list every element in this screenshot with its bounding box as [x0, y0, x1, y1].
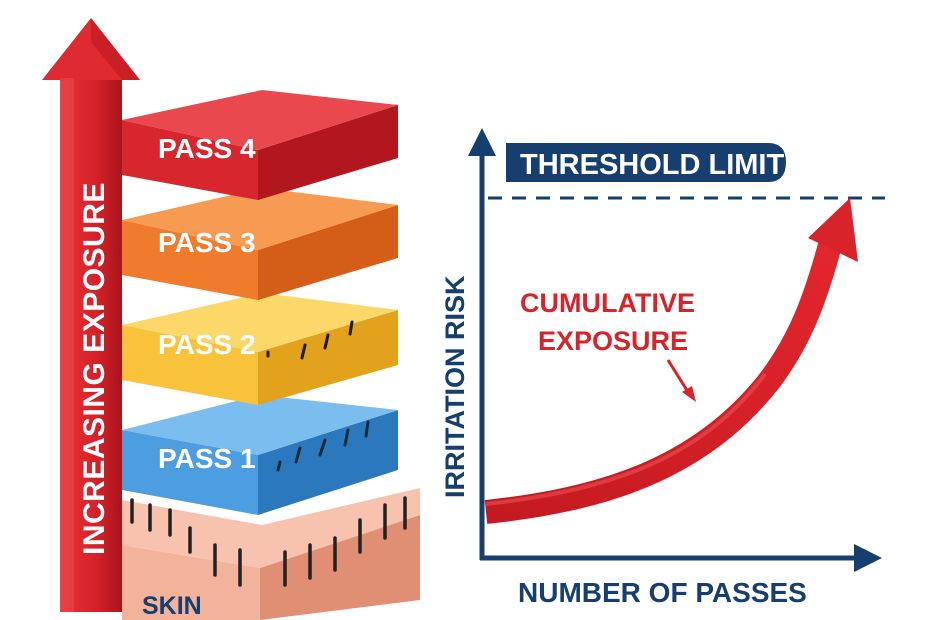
cumulative-exposure-curve [484, 198, 858, 524]
threshold-banner: THRESHOLD LIMIT [506, 143, 786, 182]
x-axis-arrowhead [854, 544, 882, 572]
pass-2-label: PASS 2 [158, 329, 256, 360]
y-axis-arrowhead [468, 128, 496, 156]
pass-4-label: PASS 4 [158, 133, 256, 164]
threshold-label: THRESHOLD LIMIT [520, 149, 784, 181]
increasing-exposure-label: INCREASING EXPOSURE [78, 182, 111, 555]
risk-graph: THRESHOLD LIMIT IRRITATION RISK NUMBER O… [440, 128, 885, 608]
increasing-exposure-arrow: INCREASING EXPOSURE [42, 18, 140, 612]
cumulative-label-line2: EXPOSURE [538, 326, 688, 356]
pass-3-label: PASS 3 [158, 227, 256, 258]
y-axis-label: IRRITATION RISK [440, 275, 470, 498]
layer-pass-3: PASS 3 [122, 188, 398, 300]
curve-pointer-arrow [666, 359, 696, 402]
pass-1-label: PASS 1 [158, 443, 256, 474]
layer-pass-2: PASS 2 [122, 293, 398, 405]
layer-skin: SKIN [122, 488, 420, 620]
cumulative-label-line1: CUMULATIVE [520, 288, 695, 318]
x-axis-label: NUMBER OF PASSES [518, 577, 807, 608]
layer-pass-4: PASS 4 [122, 90, 398, 200]
layer-pass-1: PASS 1 [122, 395, 398, 515]
skin-label: SKIN [142, 592, 202, 620]
